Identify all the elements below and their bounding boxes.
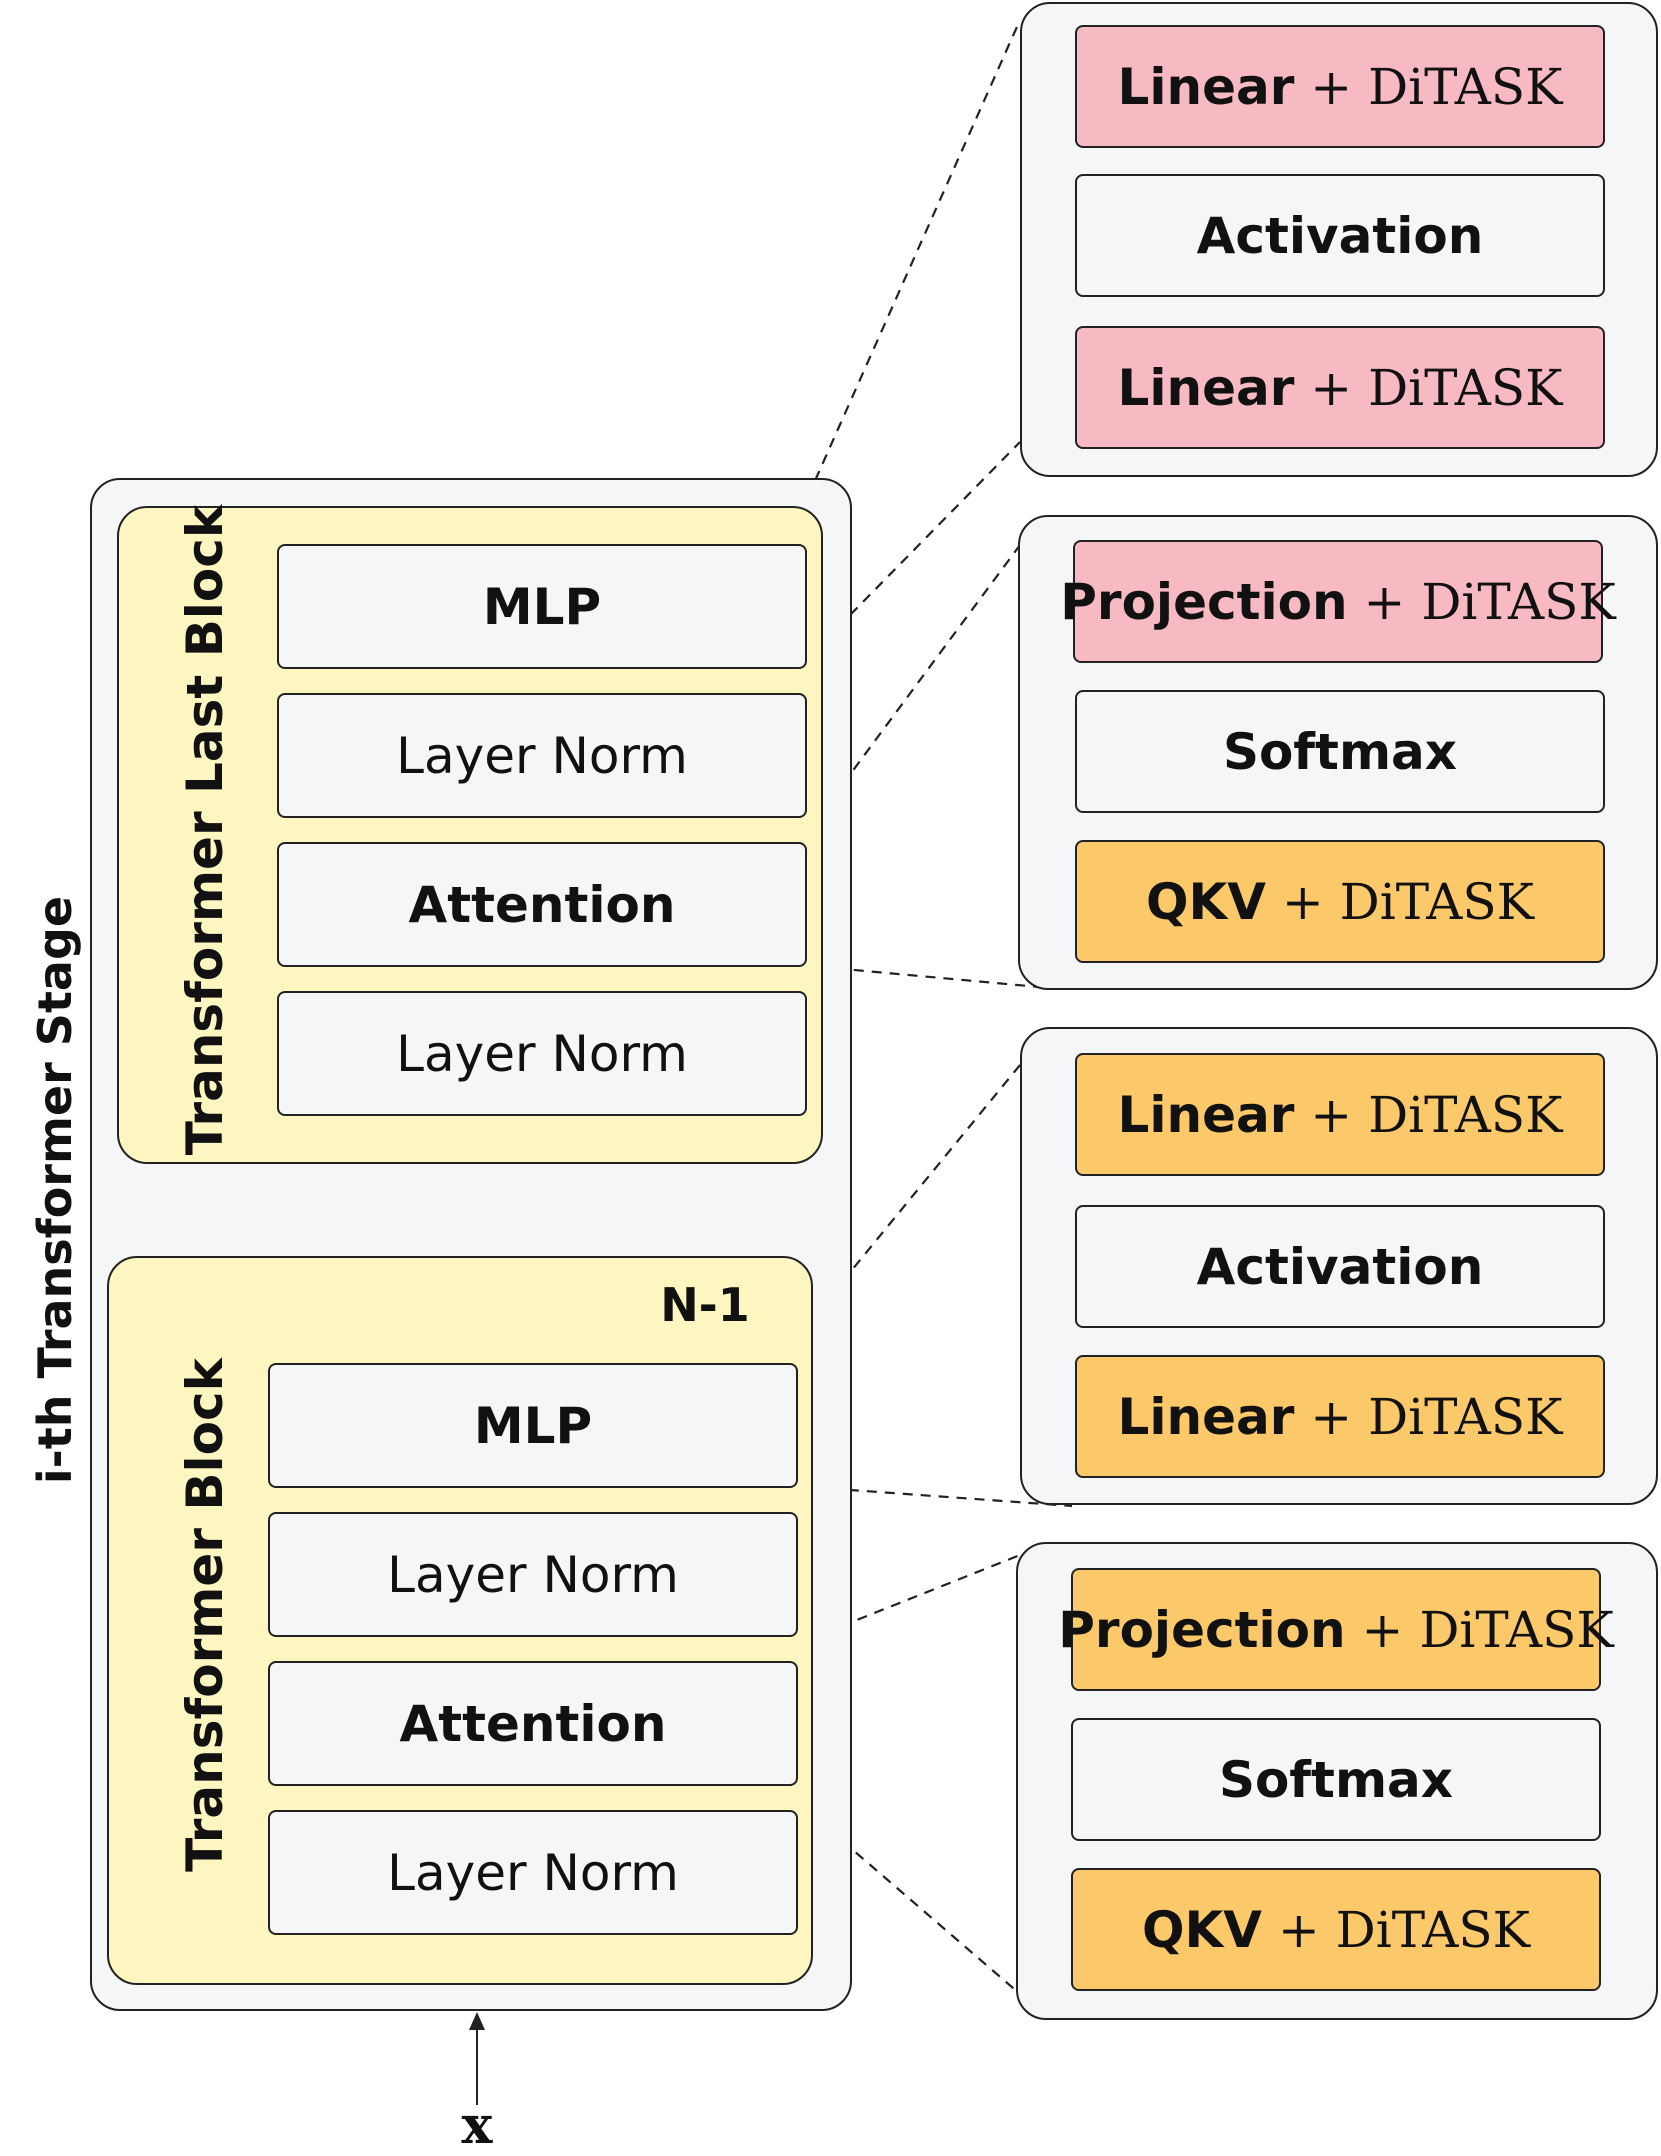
panel-3-row-1: Softmax — [1071, 1718, 1601, 1841]
block-layer-norm-top: Layer Norm — [268, 1512, 798, 1637]
last-block-label: Transformer Last Block — [176, 504, 234, 1156]
repeat-count-label: N-1 — [660, 1278, 750, 1332]
input-label: x — [461, 2095, 493, 2156]
panel-1-row-2: QKV + DiTASK — [1075, 840, 1605, 963]
panel-0-row-2: Linear + DiTASK — [1075, 326, 1605, 449]
stage-label: i-th Transformer Stage — [28, 895, 82, 1485]
last-block-layer-norm-top: Layer Norm — [277, 693, 807, 818]
panel-1-row-0: Projection + DiTASK — [1060, 540, 1616, 663]
last-block-attention: Attention — [277, 842, 807, 967]
panel-2-row-0: Linear + DiTASK — [1075, 1053, 1605, 1176]
panel-3-row-0: Projection + DiTASK — [1058, 1568, 1614, 1691]
last-block-layer-norm-bottom: Layer Norm — [277, 991, 807, 1116]
block-mlp: MLP — [268, 1363, 798, 1488]
panel-2-row-2: Linear + DiTASK — [1075, 1355, 1605, 1478]
block-label: Transformer Block — [176, 1358, 235, 1872]
panel-1-row-1: Softmax — [1075, 690, 1605, 813]
last-block-mlp: MLP — [277, 544, 807, 669]
panel-0-row-1: Activation — [1075, 174, 1605, 297]
panel-0-row-0: Linear + DiTASK — [1075, 25, 1605, 148]
block-layer-norm-bottom: Layer Norm — [268, 1810, 798, 1935]
panel-2-row-1: Activation — [1075, 1205, 1605, 1328]
panel-3-row-2: QKV + DiTASK — [1071, 1868, 1601, 1991]
block-attention: Attention — [268, 1661, 798, 1786]
